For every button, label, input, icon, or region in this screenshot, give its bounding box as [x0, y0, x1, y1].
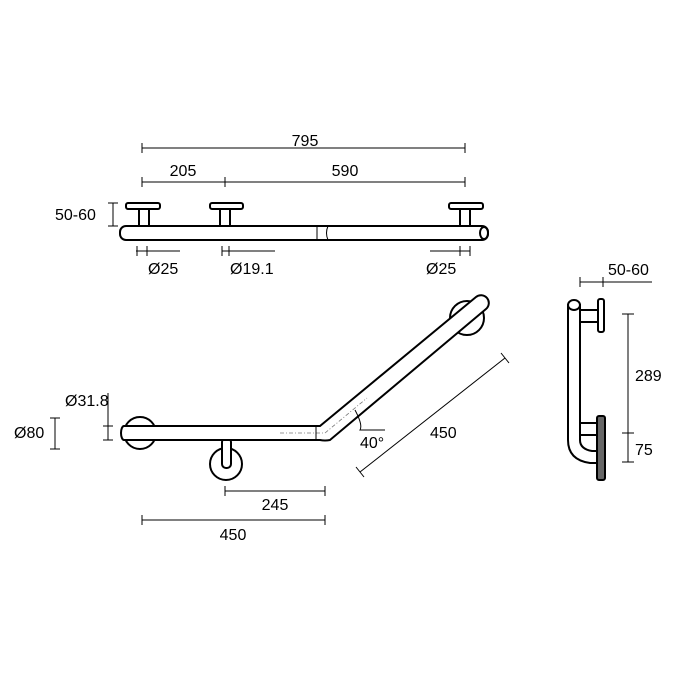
dim-flange-right: Ø25 [426, 261, 456, 278]
top-view: 795 205 590 50-60 Ø25 Ø19.1 Ø25 [55, 133, 489, 278]
dim-75: 75 [635, 442, 653, 459]
dim-tube-diameter: Ø31.8 [65, 393, 109, 410]
dim-450-horizontal: 450 [220, 527, 247, 544]
dim-tube: Ø19.1 [230, 261, 274, 278]
dim-flange-left: Ø25 [148, 261, 178, 278]
dim-angle: 40° [360, 435, 384, 452]
side-view: 50-60 289 75 [567, 262, 662, 481]
dim-flange-diameter: Ø80 [14, 425, 44, 442]
dim-205: 205 [170, 163, 197, 180]
angled-view: Ø31.8 Ø80 245 450 450 40° [14, 294, 510, 544]
dim-450-angled: 450 [430, 425, 457, 442]
dim-590: 590 [332, 163, 359, 180]
dim-289: 289 [635, 368, 662, 385]
dim-795: 795 [292, 133, 319, 150]
dim-245: 245 [262, 497, 289, 514]
dim-projection: 50-60 [55, 207, 96, 224]
dim-side-projection: 50-60 [608, 262, 649, 279]
